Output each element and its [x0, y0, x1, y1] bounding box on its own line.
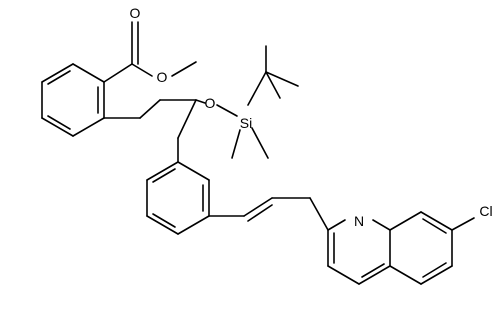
ketone-oxygen-label: O	[130, 5, 141, 21]
benzoate-ring	[41, 63, 105, 137]
central-phenyl-ring	[146, 137, 210, 235]
vinyl-linker	[208, 197, 311, 222]
methyl-ester	[103, 21, 197, 83]
chlorine-label: Cl	[479, 203, 492, 219]
silyl-ether	[195, 45, 299, 159]
ether-oxygen-label: O	[205, 95, 216, 111]
quinoline-ring	[309, 197, 475, 285]
nitrogen-label: N	[354, 213, 364, 229]
ester-oxygen-label: O	[157, 69, 168, 85]
silicon-label: Si	[240, 115, 252, 131]
propyl-chain	[103, 99, 197, 139]
